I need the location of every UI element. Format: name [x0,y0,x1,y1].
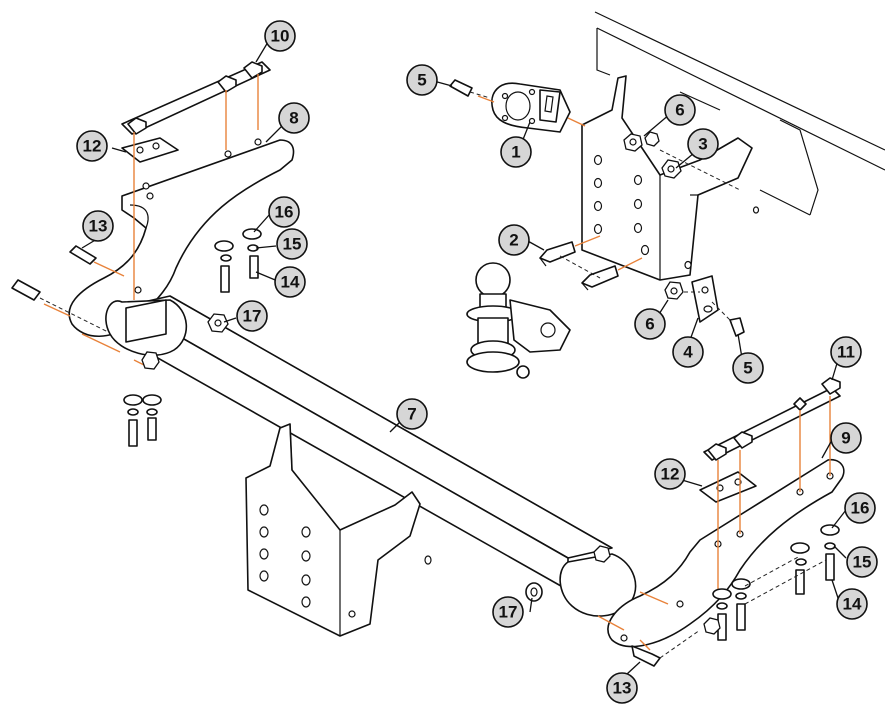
part-13-bolt-left-a [69,245,97,265]
callout-17-right: 17 [492,596,524,628]
part-1-ball-mount-plate [491,82,571,133]
svg-text:7: 7 [407,405,416,424]
callout-1: 1 [500,136,532,168]
part-10-strap-left [121,61,271,135]
callout-7: 7 [396,398,428,430]
center-mount-bracket [245,423,432,637]
center-bracket-holes [259,504,432,618]
vehicle-side-bracket [581,75,760,281]
callout-13-right: 13 [606,672,638,704]
svg-text:16: 16 [851,499,870,518]
left-lower-nuts [123,351,162,447]
svg-text:8: 8 [289,109,298,128]
callout-14-left: 14 [274,266,306,298]
left-washer-stack [214,228,262,293]
part-6-nut-top-b [644,131,660,147]
callout-5-lower: 5 [732,352,764,384]
svg-text:11: 11 [837,343,855,362]
part-11-strap-right [703,377,841,461]
part-3-nut [661,159,682,179]
svg-text:13: 13 [89,217,108,236]
part-5-bolt-top [449,79,473,97]
right-assembly-guides [597,396,831,651]
svg-text:17: 17 [499,603,518,622]
callout-12-left: 12 [76,130,108,162]
callout-6-top: 6 [664,94,696,126]
svg-text:15: 15 [853,553,872,572]
callout-4: 4 [672,336,704,368]
callout-15-right: 15 [846,546,878,578]
part-7-cross-tube [105,295,637,617]
callout-6-lower: 6 [634,308,666,340]
part-4-plate [691,275,719,323]
part-6-nut-top [623,133,643,152]
callout-16-left: 16 [268,196,300,228]
svg-text:16: 16 [275,203,294,222]
bracket-holes [593,154,760,270]
part-2-bolts [539,241,619,291]
part-9-right-arm [607,458,845,648]
callout-10: 10 [264,20,296,52]
part-13-bolt-right [631,645,661,667]
callout-2: 2 [498,224,530,256]
callout-15-left: 15 [276,228,308,260]
svg-text:6: 6 [645,315,654,334]
vehicle-frame [594,11,885,216]
callout-16-right: 16 [844,492,876,524]
part-17-nut-right [593,545,611,563]
svg-text:10: 10 [271,27,290,46]
part-12-plate-left [121,137,179,163]
part-5-bolt-lower [729,317,745,337]
svg-text:2: 2 [509,231,518,250]
svg-text:15: 15 [283,235,302,254]
svg-text:12: 12 [661,465,680,484]
part-17-nut-left [207,313,229,333]
svg-text:12: 12 [83,137,102,156]
callout-3: 3 [687,128,719,160]
part-13-bolt-left-b [11,279,41,301]
left-assembly-guides [43,74,259,369]
right-washer-stack [703,524,840,641]
svg-text:14: 14 [281,273,300,292]
svg-text:13: 13 [613,679,632,698]
svg-text:14: 14 [843,595,862,614]
svg-text:3: 3 [698,135,707,154]
callout-13-left: 13 [82,210,114,242]
callout-14-right: 14 [836,588,868,620]
svg-text:1: 1 [511,143,520,162]
callout-5-top: 5 [406,64,438,96]
callout-17-left: 17 [236,300,268,332]
part-17-washer-lower [525,582,543,602]
callout-8: 8 [278,102,310,134]
callout-9: 9 [830,422,862,454]
svg-text:17: 17 [243,307,262,326]
svg-text:4: 4 [683,343,693,362]
tow-ball-coupling [466,262,571,379]
svg-text:9: 9 [841,429,850,448]
svg-text:6: 6 [675,101,684,120]
svg-text:5: 5 [743,359,752,378]
callout-11: 11 [830,336,862,368]
svg-text:5: 5 [417,71,426,90]
part-6-nut-lower [664,281,684,300]
part-12-plate-right [699,471,757,503]
callout-12-right: 12 [654,458,686,490]
